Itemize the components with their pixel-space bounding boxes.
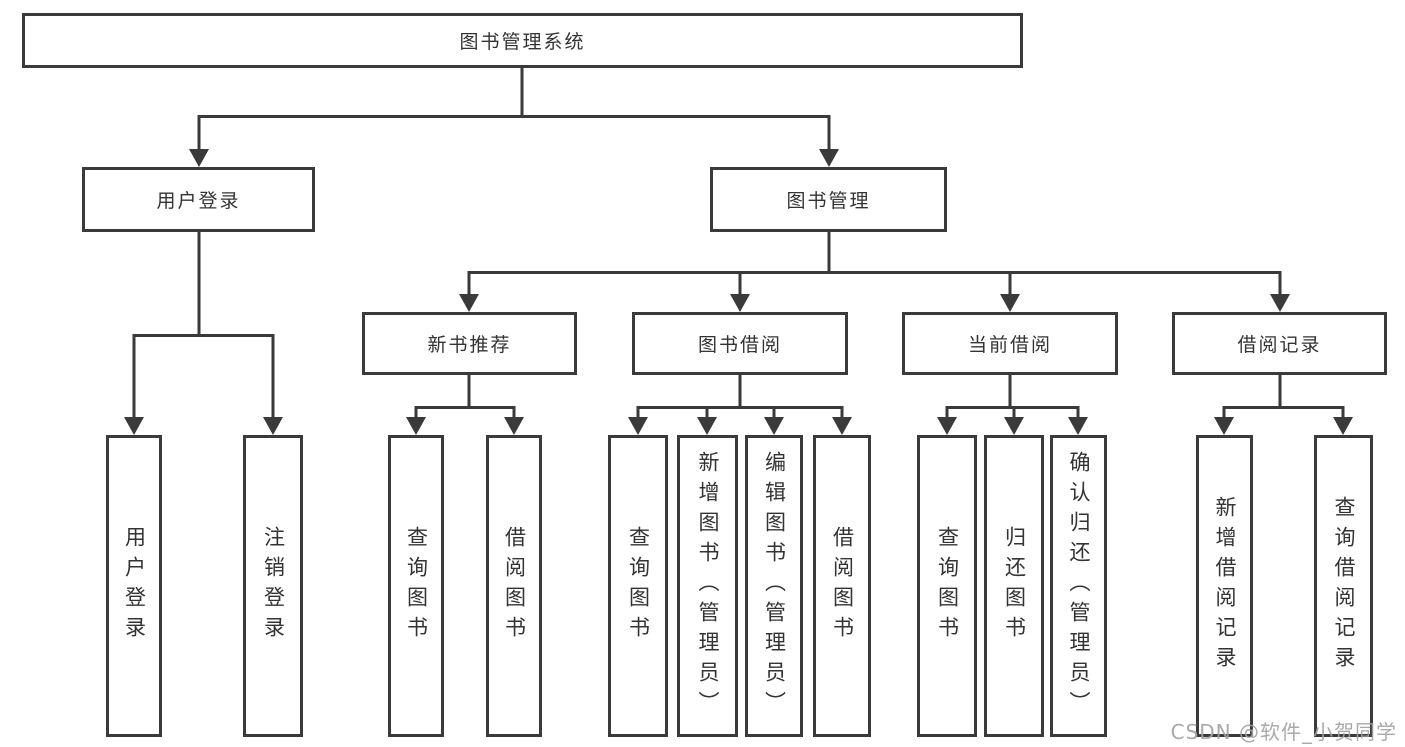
- leaf-query-books-current: 查询图书: [917, 435, 977, 737]
- node-borrowing-records: 借阅记录: [1172, 312, 1387, 375]
- arrowheads: [124, 149, 1353, 435]
- leaf-confirm-return-admin: 确认归还（管理员）: [1050, 435, 1107, 737]
- leaf-add-books-admin: 新增图书（管理员）: [677, 435, 738, 737]
- leaf-edit-books-admin: 编辑图书（管理员）: [745, 435, 803, 737]
- node-new-book-recommend: 新书推荐: [362, 312, 577, 375]
- leaf-borrow-books: 借阅图书: [813, 435, 871, 737]
- leaf-query-books-borrowing: 查询图书: [608, 435, 668, 737]
- node-book-management: 图书管理: [710, 167, 947, 232]
- leaf-borrow-books-recommend: 借阅图书: [486, 435, 542, 737]
- node-root-library-management-system: 图书管理系统: [22, 13, 1023, 68]
- leaf-user-login: 用户登录: [106, 435, 162, 737]
- leaf-add-borrow-record: 新增借阅记录: [1196, 435, 1253, 737]
- node-book-borrowing: 图书借阅: [632, 312, 848, 375]
- csdn-watermark: CSDN @软件_小贺同学: [1170, 720, 1397, 744]
- node-current-borrowing: 当前借阅: [902, 312, 1118, 375]
- leaf-logout: 注销登录: [243, 435, 303, 737]
- node-user-login: 用户登录: [82, 167, 315, 232]
- leaf-query-borrow-record: 查询借阅记录: [1314, 435, 1373, 737]
- leaf-query-books-recommend: 查询图书: [388, 435, 444, 737]
- leaf-return-books: 归还图书: [984, 435, 1044, 737]
